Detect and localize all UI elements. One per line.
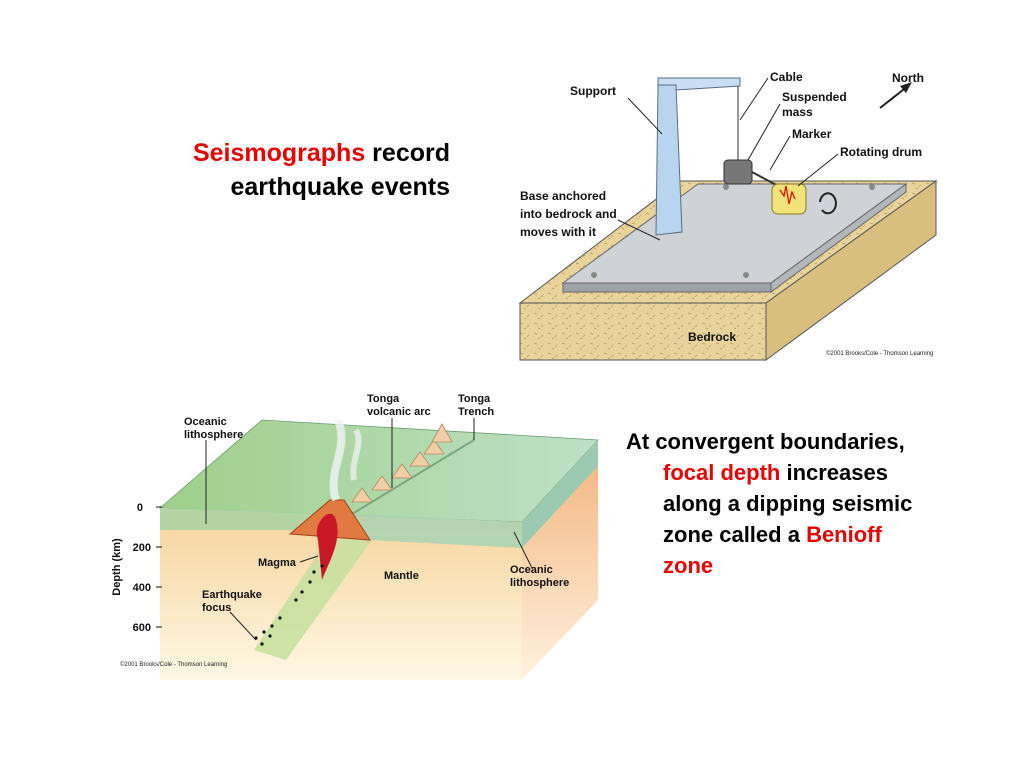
bolt-icon — [869, 184, 875, 190]
depth-tick-label: 400 — [133, 582, 151, 594]
tonga-arc-label-2: volcanic arc — [367, 406, 431, 418]
focus-dot — [320, 564, 324, 568]
seismograph-credit: ©2001 Brooks/Cole - Thomson Learning — [826, 350, 933, 357]
caption-line2: increases — [780, 460, 888, 485]
oceanic-left-label-1: Oceanic — [184, 416, 227, 428]
focus-dot — [300, 590, 304, 594]
earthquake-foci — [254, 564, 324, 646]
arc-cone — [391, 463, 413, 479]
north-label: North — [892, 71, 924, 85]
arc-cone — [423, 439, 445, 455]
base-label-3: moves with it — [520, 225, 596, 239]
title-line2: earthquake events — [230, 173, 450, 201]
subduction-credit: ©2001 Brooks/Cole - Thomson Learning — [120, 661, 227, 668]
marker-label: Marker — [792, 127, 832, 141]
arc-cone — [431, 423, 453, 443]
magma-label: Magma — [258, 557, 297, 569]
focus-dot — [308, 580, 312, 584]
depth-tick-label: 0 — [137, 502, 143, 514]
magma-leader — [299, 555, 319, 563]
side-face — [522, 440, 598, 680]
marker-leader — [769, 135, 791, 171]
trench-line — [351, 439, 475, 515]
base-plate-side — [770, 183, 907, 293]
slide-title: Seismographs record earthquake events — [150, 136, 450, 204]
bedrock-label: Bedrock — [688, 330, 736, 344]
tonga-trench-label-1: Tonga — [458, 393, 491, 405]
zone-term: zone — [663, 553, 714, 578]
drum-leader — [797, 153, 839, 187]
cable-leader — [739, 77, 769, 121]
focus-dot — [294, 598, 298, 602]
focus-dot — [262, 630, 266, 634]
north-arrowhead-icon — [900, 82, 912, 93]
base-label-2: into bedrock and — [520, 207, 617, 221]
cable-label: Cable — [770, 70, 803, 84]
depth-axis — [156, 506, 162, 628]
magma-chamber — [316, 513, 338, 580]
focus-dot — [270, 624, 274, 628]
title-highlight: Seismographs — [192, 139, 366, 167]
mass-leader — [747, 103, 781, 161]
benioff-term: Benioff — [806, 522, 882, 547]
depth-axis-label: Depth (km) — [111, 538, 123, 596]
suspended-label: Suspended — [782, 90, 847, 104]
volcano-plume — [329, 418, 346, 502]
focus-dot — [278, 616, 282, 620]
seismic-trace — [779, 185, 796, 205]
bedrock-side — [765, 180, 937, 361]
bolt-icon — [591, 272, 597, 278]
bolt-icon — [723, 184, 729, 190]
left-lithosphere — [160, 508, 330, 530]
base-label-1: Base anchored — [520, 189, 606, 203]
subducting-slab — [254, 520, 372, 660]
benioff-caption: At convergent boundaries, focal depth in… — [626, 426, 966, 581]
focus-leader — [229, 611, 257, 641]
caption-line3: along a dipping seismic — [663, 491, 913, 516]
title-rest: record — [365, 139, 450, 167]
mass-label: mass — [782, 105, 813, 119]
volcano-plume-2 — [350, 428, 362, 481]
drum-label: Rotating drum — [840, 145, 922, 159]
focal-depth-term: focal depth — [663, 460, 781, 485]
rotation-arrow-icon — [819, 192, 837, 215]
oceanic-right-label-1: Oceanic — [510, 564, 553, 576]
support-leader — [627, 97, 663, 135]
oceanic-left-label-2: lithosphere — [184, 429, 243, 441]
mantle-label: Mantle — [384, 570, 419, 582]
arc-cone — [371, 475, 393, 491]
caption-line4: zone called a — [663, 522, 807, 547]
support-arm — [657, 77, 741, 91]
oceanic-right-leader — [513, 531, 533, 569]
caption-line1: At convergent boundaries, — [626, 429, 905, 454]
bolt-icon — [743, 272, 749, 278]
focus-dot — [260, 642, 264, 646]
tonga-arc-label-1: Tonga — [367, 393, 400, 405]
tonga-trench-label-2: Trench — [458, 406, 494, 418]
arc-cone — [409, 451, 431, 467]
oceanic-right-label-2: lithosphere — [510, 577, 569, 589]
earthquake-label-1: Earthquake — [202, 589, 262, 601]
focus-dot — [268, 634, 272, 638]
support-label: Support — [570, 84, 616, 98]
depth-tick-label: 200 — [133, 542, 151, 554]
right-litho-side — [522, 440, 598, 548]
earthquake-label-2: focus — [202, 602, 231, 614]
island-arc — [351, 423, 453, 503]
base-leader — [617, 219, 661, 241]
right-lithosphere — [352, 514, 522, 548]
depth-tick-label: 600 — [133, 622, 151, 634]
mantle-block — [160, 508, 522, 680]
arc-cone — [351, 487, 373, 503]
focus-dot — [312, 570, 316, 574]
